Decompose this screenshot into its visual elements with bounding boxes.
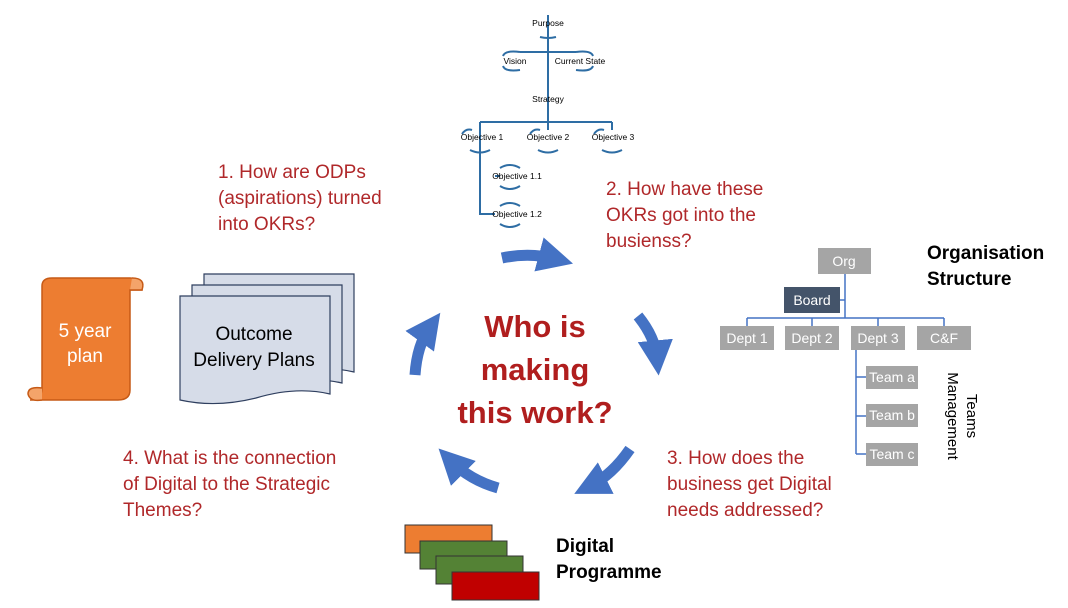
team-a-box xyxy=(866,366,918,389)
documents-line-1: Outcome xyxy=(215,324,292,345)
tree-node-objective-1: Objective 1 xyxy=(461,132,504,142)
board-box xyxy=(784,287,840,313)
tree-node-purpose: Purpose xyxy=(532,18,564,28)
dept-2-label: Dept 2 xyxy=(791,330,832,346)
cycle-arrow-left xyxy=(405,312,441,376)
org-chart: Org Board Dept 1 Dept 2 Dept 3 C&F Team … xyxy=(720,248,980,466)
tree-node-objective-3: Objective 3 xyxy=(592,132,635,142)
cycle-arrow-right xyxy=(633,312,673,376)
question-3: 3. How does the business get Digital nee… xyxy=(667,448,832,521)
tree-node-strategy: Strategy xyxy=(532,94,564,104)
tree-node-objective-1-1: Objective 1.1 xyxy=(492,171,542,181)
team-b-label: Team b xyxy=(869,407,915,423)
outcome-delivery-plans-docs: Outcome Delivery Plans xyxy=(179,273,355,405)
cycle-arrow-bottom-left xyxy=(438,448,500,494)
org-box-label: Org xyxy=(832,253,855,269)
team-c-label: Team c xyxy=(869,446,914,462)
cycle-arrow-bottom-right xyxy=(574,445,635,494)
org-box xyxy=(818,248,871,274)
team-a-label: Team a xyxy=(869,369,915,385)
team-c-box xyxy=(866,443,918,466)
center-question: Who is making this work? xyxy=(457,309,613,430)
tree-node-current-state: Current State xyxy=(555,56,606,66)
document-front xyxy=(179,295,331,405)
dept-2-box xyxy=(785,326,839,350)
digital-box-red xyxy=(451,571,540,601)
dept-3-box xyxy=(851,326,905,350)
question-4: 4. What is the connection of Digital to … xyxy=(123,448,337,521)
teams-label: Teams xyxy=(963,394,980,438)
tree-node-objective-1-2: Objective 1.2 xyxy=(492,209,542,219)
tree-node-objective-2: Objective 2 xyxy=(527,132,570,142)
board-box-label: Board xyxy=(793,292,830,308)
dept-1-label: Dept 1 xyxy=(726,330,767,346)
digital-programme-label: Digital Programme xyxy=(556,536,662,583)
scroll-line-1: 5 year xyxy=(59,321,112,342)
cycle-arrows xyxy=(405,237,673,494)
digital-programme-boxes xyxy=(404,524,540,601)
documents-line-2: Delivery Plans xyxy=(193,350,314,371)
dept-1-box xyxy=(720,326,774,350)
question-2: 2. How have these OKRs got into the busi… xyxy=(606,179,764,252)
management-label: Management xyxy=(944,372,961,460)
okr-tree-labels: Purpose Vision Current State Strategy Ob… xyxy=(461,18,635,219)
cycle-arrow-top xyxy=(500,237,573,272)
dept-3-label: Dept 3 xyxy=(857,330,898,346)
org-structure-title: Organisation Structure xyxy=(927,243,1045,290)
tree-node-vision: Vision xyxy=(504,56,527,66)
five-year-plan-scroll: 5 year plan xyxy=(27,277,144,402)
cf-label: C&F xyxy=(930,330,958,346)
scroll-line-2: plan xyxy=(67,346,103,367)
okr-tree xyxy=(461,15,623,228)
team-b-box xyxy=(866,404,918,427)
cf-box xyxy=(917,326,971,350)
question-1: 1. How are ODPs (aspirations) turned int… xyxy=(218,162,382,235)
